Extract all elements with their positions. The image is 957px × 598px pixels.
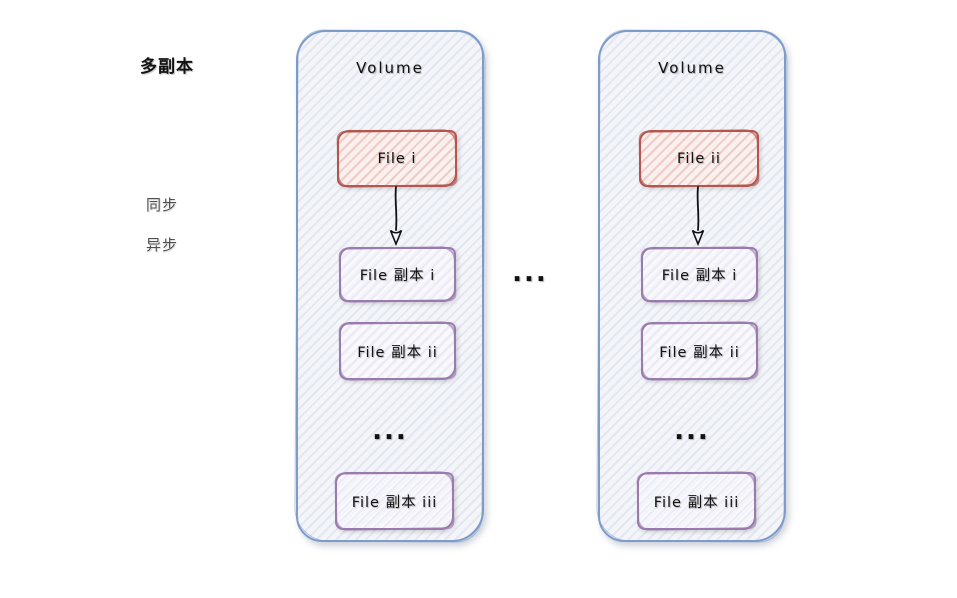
diagram-title: 多副本 (140, 57, 194, 77)
replica-node: File 副本 iii (637, 472, 756, 530)
volumes-gap-ellipsis: ... (512, 258, 548, 288)
replica-node: File 副本 ii (641, 322, 758, 380)
replica-node: File 副本 ii (339, 322, 456, 380)
arrow-down-icon (389, 186, 403, 247)
label-async: 异步 (146, 236, 179, 254)
volume-container-1: Volume File i File 副本 i File 副本 ii ... F… (296, 30, 484, 542)
file-node: File i (337, 130, 457, 187)
volume-container-2: Volume File ii File 副本 i File 副本 ii ... … (598, 30, 786, 542)
replica-node: File 副本 i (641, 247, 758, 302)
ellipsis-more: ... (372, 416, 408, 446)
file-node: File ii (639, 130, 759, 187)
volume-title: Volume (658, 59, 726, 77)
arrow-down-icon (691, 186, 705, 247)
replica-node: File 副本 iii (335, 472, 454, 530)
volume-title: Volume (356, 59, 424, 77)
replica-node: File 副本 i (339, 247, 456, 302)
ellipsis-more: ... (674, 416, 710, 446)
label-sync: 同步 (146, 196, 179, 214)
